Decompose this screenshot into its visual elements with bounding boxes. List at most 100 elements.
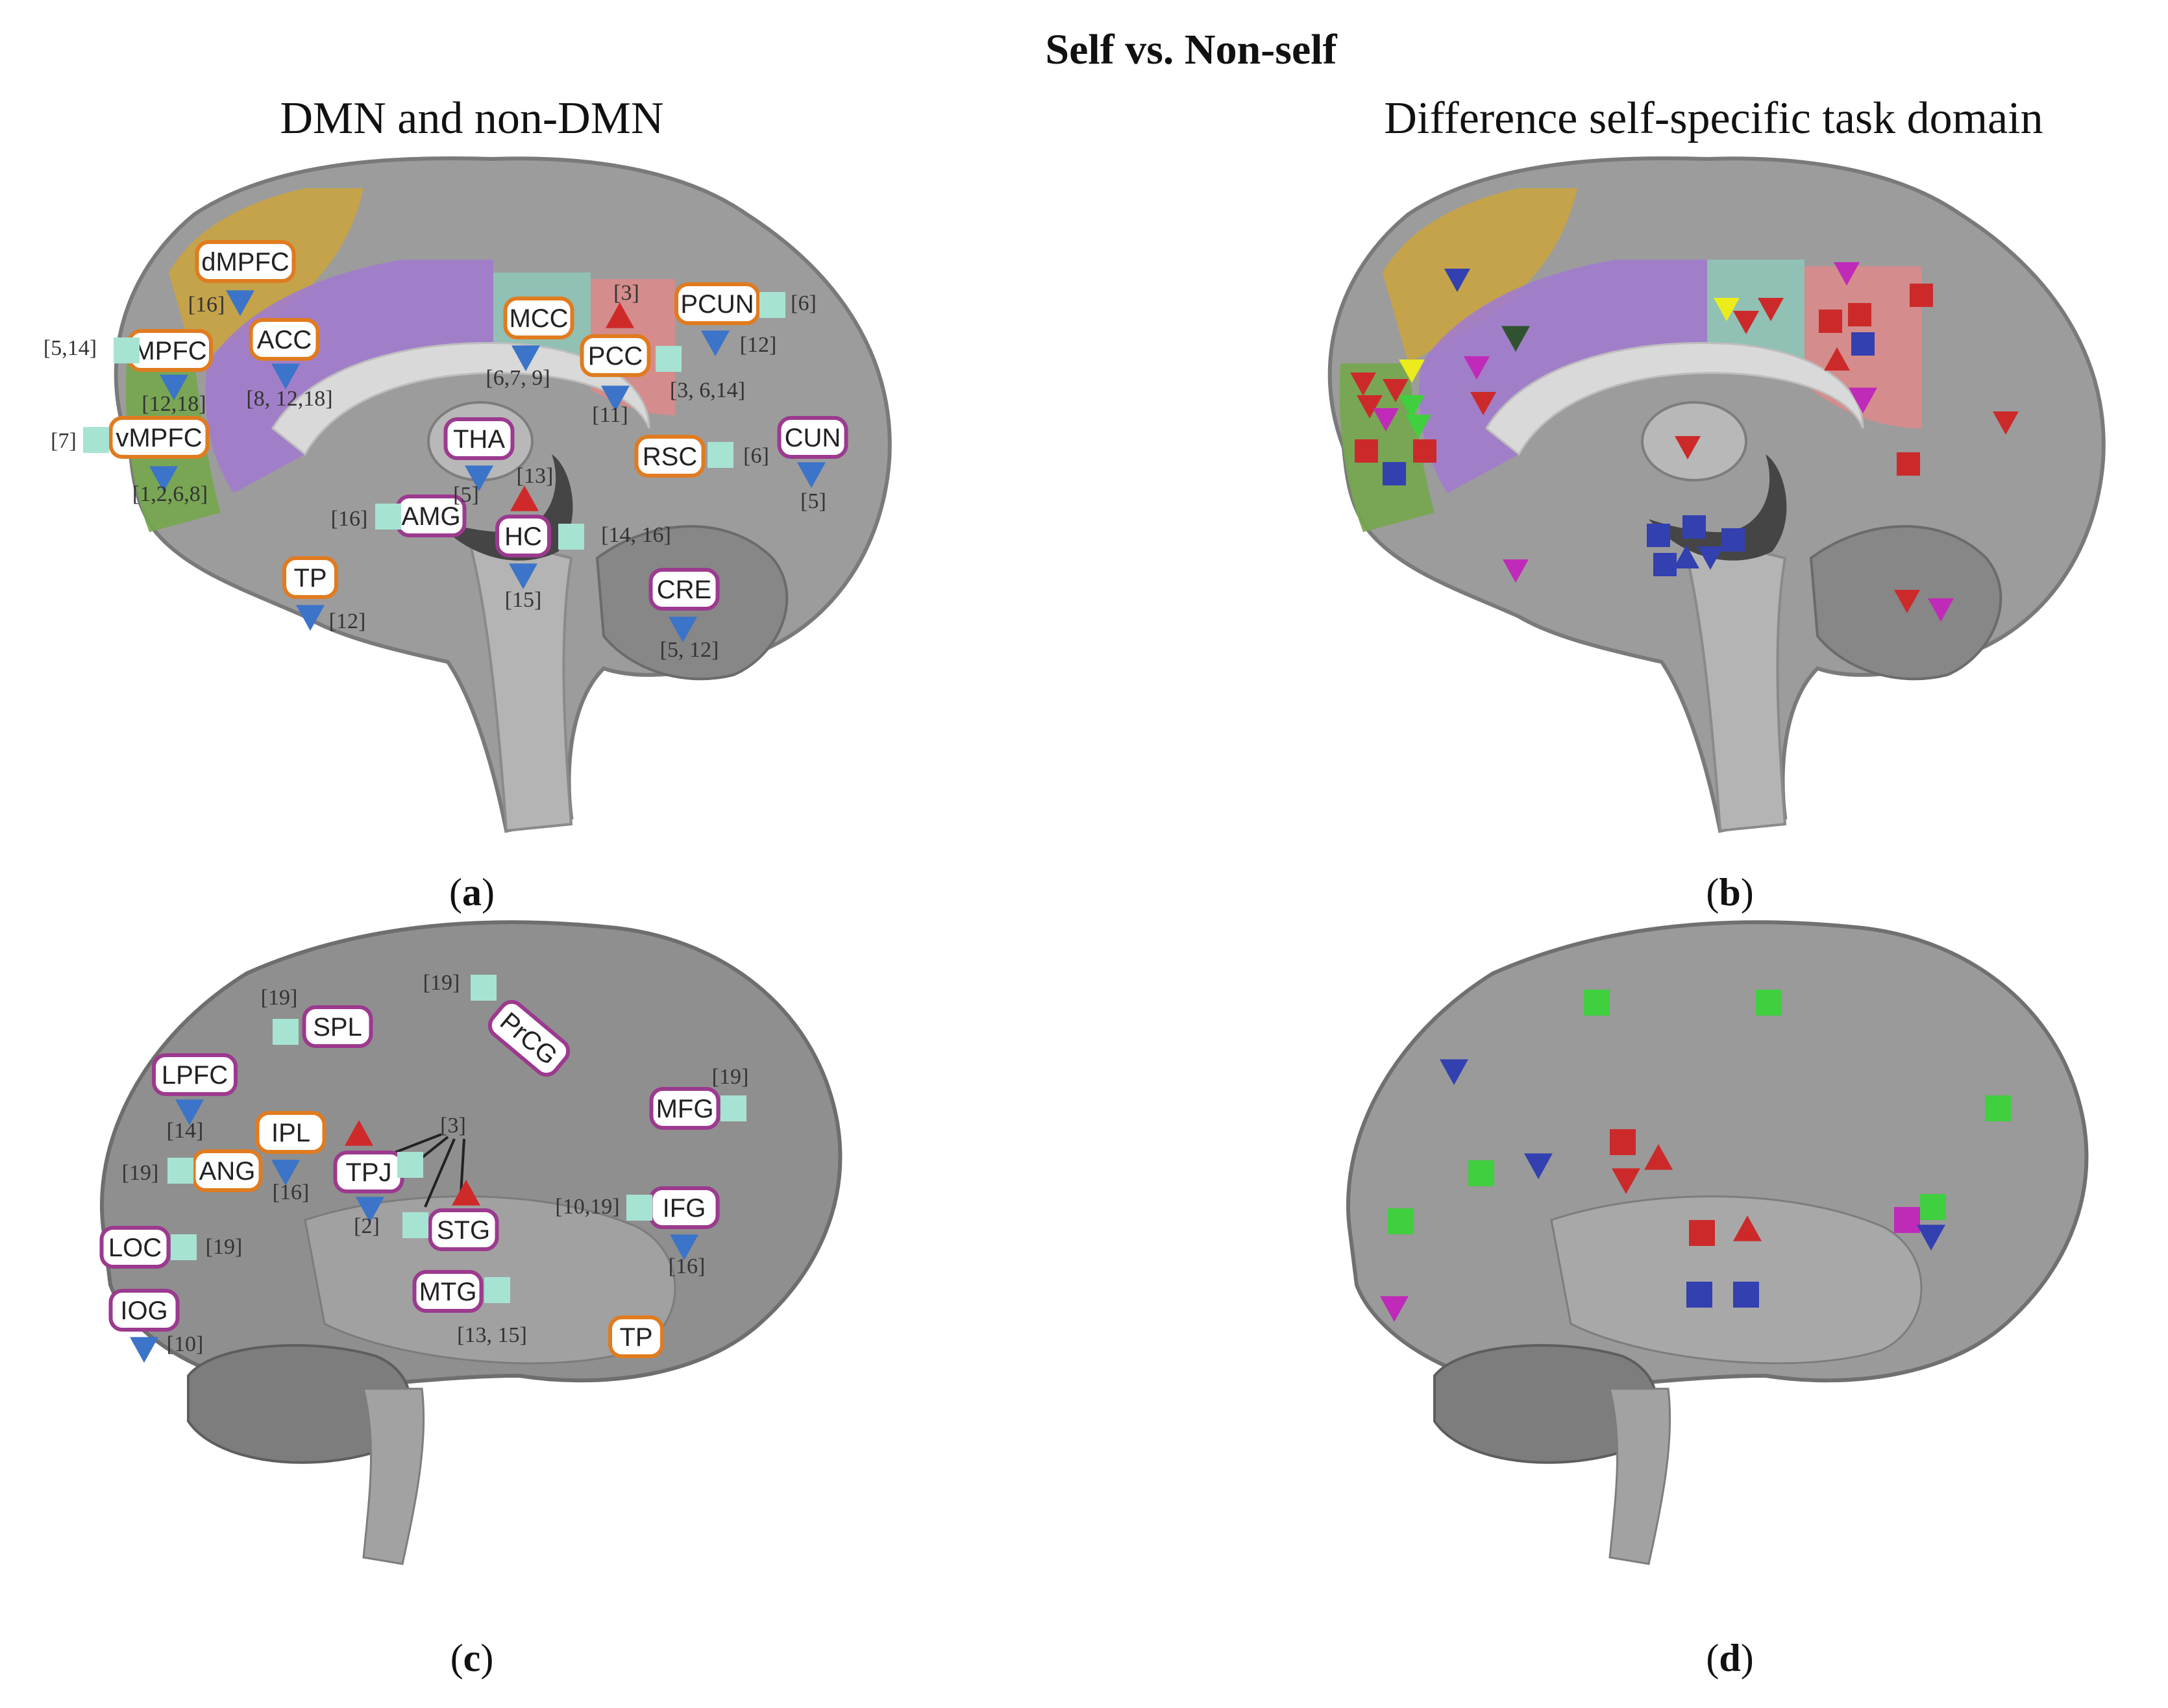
panel-d-markers [1380,990,2011,1322]
region-label: HC [504,522,542,551]
red-triangle [1733,311,1759,334]
region-label-box [495,515,551,557]
reference-label: [12,18] [142,392,206,416]
panel-b [1327,156,2106,833]
mixed-marker [721,1095,746,1121]
blue-square [1721,528,1745,552]
region-label-box [249,318,320,361]
region-label-box [195,240,296,283]
red-triangle [1383,379,1409,402]
region-label-box [302,1005,373,1048]
red-square [1910,284,1933,307]
region-label: CUN [785,424,841,452]
reference-label: [13, 15] [457,1323,527,1347]
reference-label: [5] [800,489,826,513]
caption-d: (d) [1706,1637,1753,1679]
region-label-box [649,1087,721,1130]
green-square [1985,1095,2011,1121]
subtitle-left: DMN and non-DMN [280,93,663,143]
corpus-callosum-b [1485,342,1864,456]
red-square [1819,310,1842,333]
region-label: MPFC [133,337,206,365]
red-triangle [1824,347,1850,371]
region-label: vMPFC [116,424,202,452]
region-label-box [255,1111,326,1154]
region-label: MTG [419,1278,477,1306]
reference-label: [5] [453,483,479,507]
green-square [1756,990,1782,1016]
down-marker [701,330,730,356]
red-square [1610,1129,1636,1155]
blue-triangle [1673,545,1699,568]
up-marker [345,1120,373,1146]
reference-label: [5, 12] [660,638,719,662]
red-square [1897,452,1920,476]
down-marker [149,466,178,492]
reference-label: [8, 12,18] [246,387,332,411]
blue-square [1383,462,1406,485]
blue-square [1733,1282,1759,1308]
magenta-triangle [1373,408,1399,432]
down-marker [669,616,697,642]
green-square [1388,1208,1414,1234]
blue-triangle [1524,1153,1553,1179]
down-marker [175,1099,204,1125]
reference-label: [7] [51,429,77,453]
blue-triangle [1444,269,1470,292]
green-square [1920,1194,1946,1220]
region-label: CRE [657,576,711,604]
region-label-box [108,1289,180,1332]
region-label-box [443,417,515,460]
red-triangle [1644,1144,1673,1170]
connector-line [460,1138,465,1195]
caption-c: (c) [450,1637,494,1679]
region-label-box [99,1226,171,1269]
blue-triangle [1917,1225,1945,1250]
brainstem-d [1608,1387,1671,1565]
region-label-box [428,1208,499,1251]
reference-label: [19] [261,986,298,1010]
magenta-triangle [1503,559,1529,583]
down-marker [271,1160,300,1186]
green-triangle [1405,415,1431,438]
blue-square [1647,524,1670,547]
reference-label: [5,14] [43,336,97,360]
region-label: THA [453,425,505,454]
region-label: TP [619,1323,652,1352]
reference-label: [3] [440,1114,466,1138]
green-square [1584,990,1610,1016]
magenta-triangle [1849,387,1877,413]
subtitle-right: Difference self-specific task domain [1384,93,2043,143]
region-label-box [108,416,210,459]
down-marker [509,563,537,589]
region-label: STG [437,1216,490,1245]
magenta-triangle [1834,262,1860,286]
red-triangle [1350,372,1376,396]
mixed-marker [171,1234,197,1260]
region-label: MCC [509,304,568,333]
red-triangle [1612,1168,1640,1194]
caption-b: (b) [1706,871,1753,914]
reference-label: [14] [167,1119,204,1143]
darkgreen-triangle [1501,326,1530,352]
figure-title: Self vs. Non-self [1045,26,1337,73]
reference-label: [10] [167,1332,204,1356]
blue-triangle [1440,1059,1468,1085]
reference-label: [19] [423,971,460,995]
brainstem-c [362,1387,425,1565]
yellow-triangle [1714,298,1740,321]
up-marker [452,1180,480,1206]
region-label: TP [293,564,326,592]
red-triangle [1470,392,1496,415]
down-marker [130,1337,158,1363]
region-label: IFG [663,1194,706,1223]
brainstem-a [465,530,573,833]
corpus-callosum-a [271,342,650,456]
panel-a-annotations: dMPFCMPFCvMPFCACCMCCPCCPCUNRSCTHAAMGHCTP… [43,240,848,662]
brainstem-b [1679,530,1787,833]
reference-label: [6,7, 9] [486,366,550,390]
down-marker [296,605,325,631]
red-triangle [1733,1215,1762,1241]
mixed-marker [471,975,497,1001]
red-square [1413,439,1436,463]
